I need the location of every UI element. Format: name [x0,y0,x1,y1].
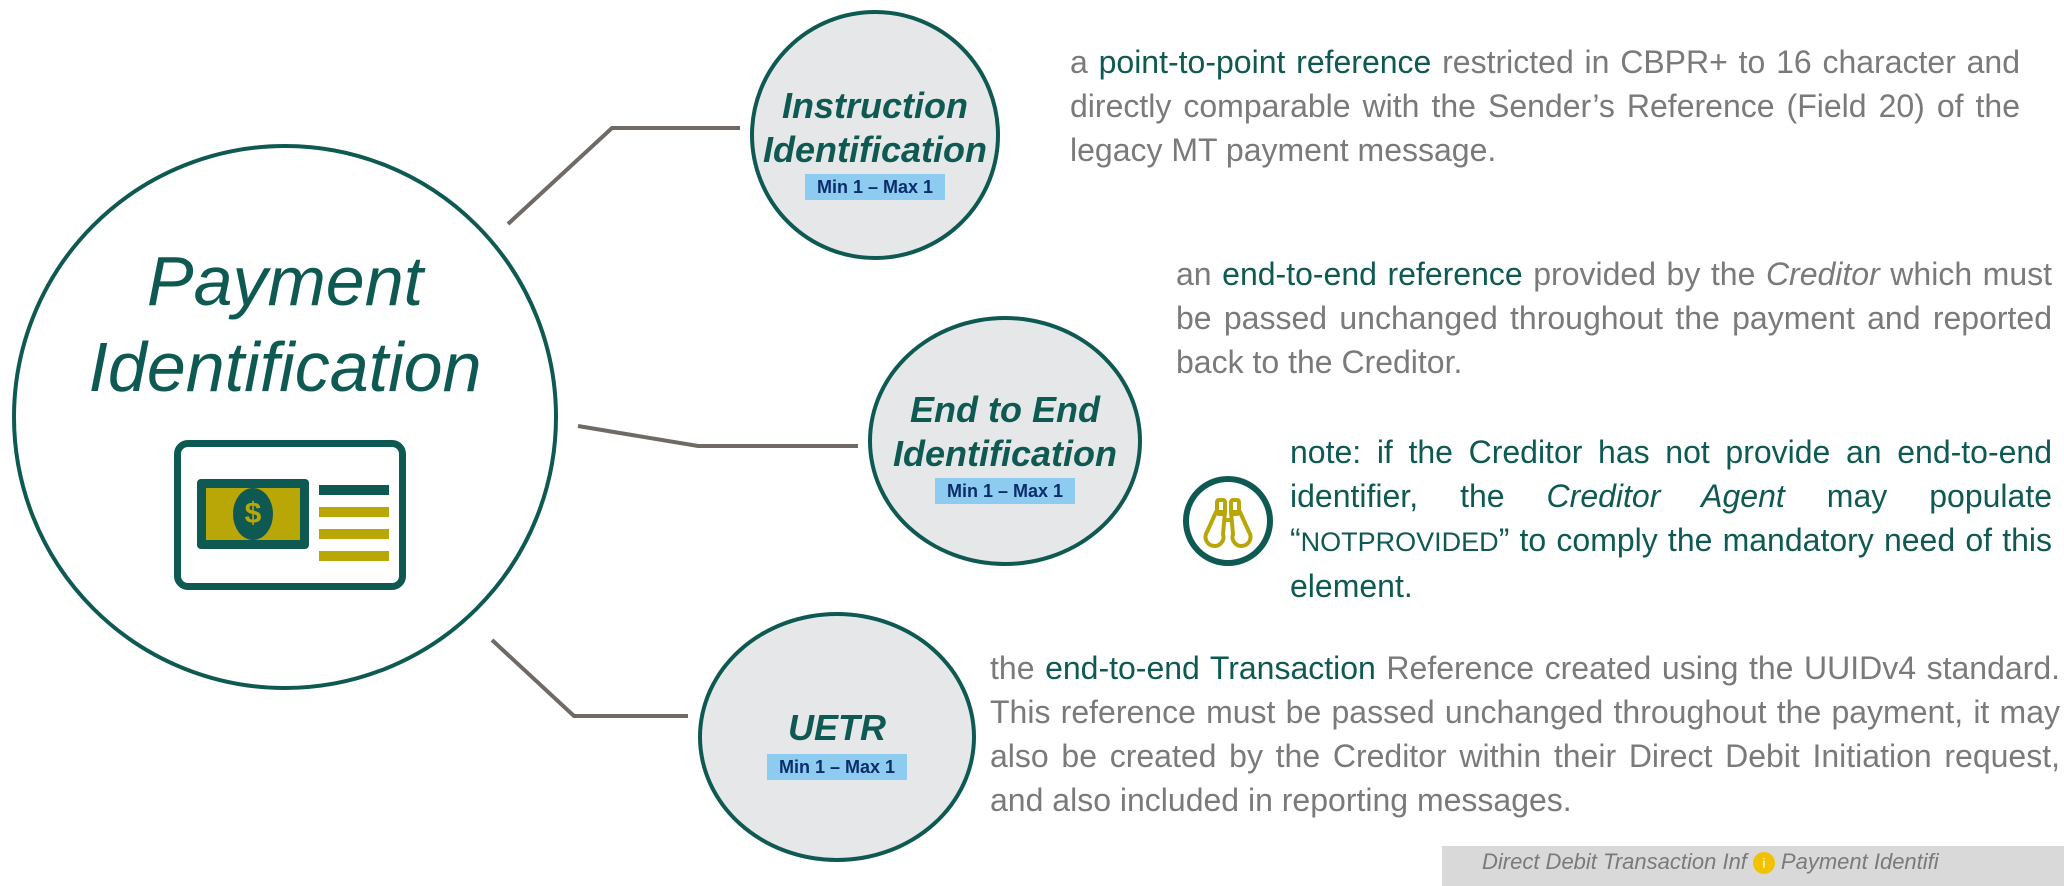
highlight-term: end-to-end reference [1222,256,1523,292]
connector-lines [490,126,858,718]
footer-text: Payment Identifi [1780,849,1939,874]
cardinality-badge: Min 1 – Max 1 [934,478,1076,504]
card-stripe [319,551,389,561]
uetr-node: UETR Min 1 – Max 1 [698,612,976,862]
highlight-term: point-to-point reference [1098,44,1432,80]
card-stripe [319,529,389,539]
node-title: End to End Identification [872,388,1138,476]
main-title: Payment Identification [16,238,554,410]
node-title-line1: End to End [910,389,1100,430]
info-icon: i [1752,852,1775,875]
banknote-icon: $ [197,479,309,549]
note-text: note: if the Creditor has not provide an… [1290,434,2053,604]
card-stripe [319,507,389,517]
card-stripe [319,485,389,495]
end-to-end-description: an end-to-end reference provided by the … [1176,256,2053,380]
cardinality-badge: Min 1 – Max 1 [766,754,908,780]
binoculars-icon [1183,476,1273,566]
main-title-line1: Payment [146,242,424,320]
node-title-line1: UETR [788,707,886,748]
money-card-icon: $ [174,440,406,590]
instruction-description: a point-to-point reference restricted in… [1070,44,2021,168]
node-title-line1: Instruction [782,85,968,126]
node-title: UETR [702,706,972,750]
connector-instruction [506,126,740,226]
dollar-icon: $ [233,488,273,540]
node-title-line2: Identification [893,433,1117,474]
main-title-line2: Identification [88,328,482,406]
connector-end-to-end [577,424,858,448]
uetr-description: the end-to-end Transaction Reference cre… [990,650,2061,818]
cardinality-badge: Min 1 – Max 1 [804,174,946,200]
node-title: Instruction Identification [754,84,996,172]
highlight-term: end-to-end Transaction [1045,650,1376,686]
payment-identification-circle: Payment Identification $ [12,144,558,690]
instruction-identification-node: Instruction Identification Min 1 – Max 1 [750,10,1000,260]
footer-text: Direct Debit Transaction Inf [1482,849,1747,874]
node-title-line2: Identification [763,129,987,170]
end-to-end-identification-node: End to End Identification Min 1 – Max 1 [868,316,1142,566]
connector-uetr [490,638,688,718]
